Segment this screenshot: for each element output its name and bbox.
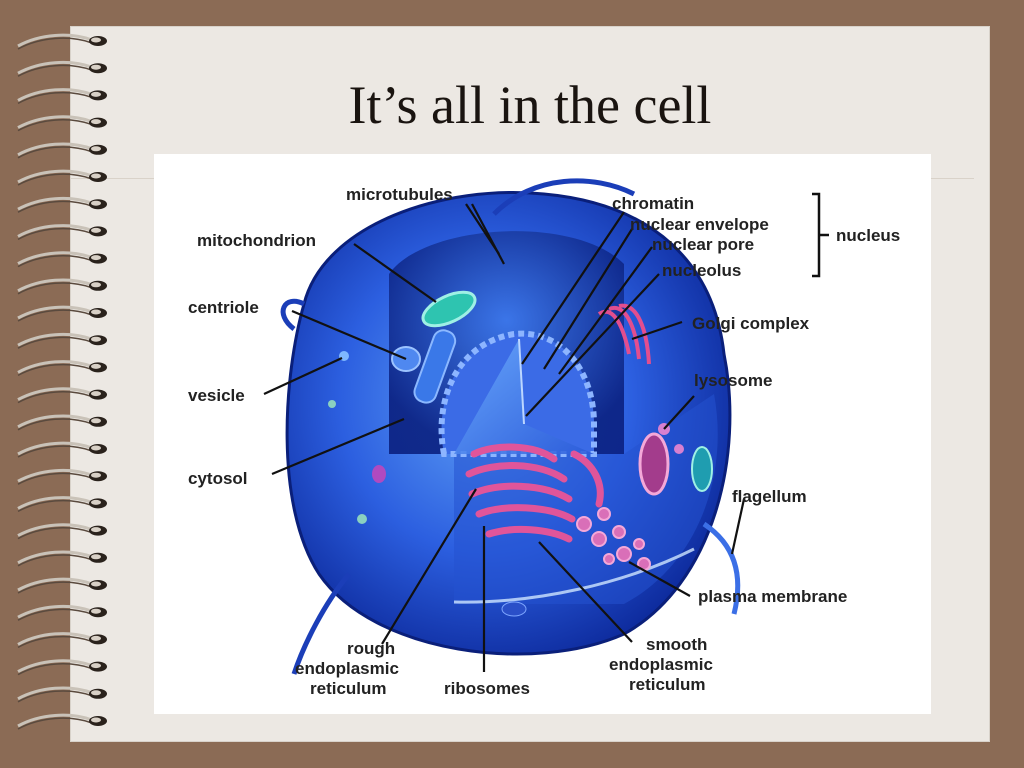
spiral-ring <box>17 115 107 132</box>
spiral-ring <box>17 224 107 241</box>
label-mitochondrion: mitochondrion <box>197 231 316 250</box>
spiral-ring <box>17 468 107 485</box>
label-vesicle: vesicle <box>188 386 245 405</box>
label-ribosomes: ribosomes <box>444 679 530 698</box>
spiral-ring <box>17 278 107 295</box>
spiral-ring <box>17 142 107 159</box>
vesicles <box>328 351 684 617</box>
rough-er <box>465 443 604 543</box>
spiral-ring <box>17 360 107 377</box>
label-smooth-er-line1: smooth <box>646 635 707 654</box>
label-golgi-complex: Golgi complex <box>692 314 810 333</box>
slide-title: It’s all in the cell <box>348 75 712 135</box>
spiral-ring <box>17 60 107 77</box>
label-flagellum: flagellum <box>732 487 807 506</box>
spiral-ring <box>17 305 107 322</box>
spiral-ring <box>17 577 107 594</box>
spiral-ring <box>17 441 107 458</box>
spiral-ring <box>17 251 107 268</box>
spiral-ring <box>17 88 107 105</box>
nucleus-structure <box>438 330 597 457</box>
spiral-ring <box>17 604 107 621</box>
label-rough-er-line2: endoplasmic <box>295 659 399 678</box>
smooth-er <box>576 507 651 571</box>
label-rough-er-line1: rough <box>347 639 395 658</box>
spiral-ring <box>17 169 107 186</box>
spiral-ring <box>17 686 107 703</box>
label-cytosol: cytosol <box>188 469 248 488</box>
spiral-ring <box>17 523 107 540</box>
spiral-ring <box>17 33 107 50</box>
label-microtubules: microtubules <box>346 185 453 204</box>
label-smooth-er-line3: reticulum <box>629 675 706 694</box>
spiral-ring <box>17 332 107 349</box>
label-lysosome: lysosome <box>694 371 772 390</box>
label-chromatin: chromatin <box>612 194 694 213</box>
label-nucleus: nucleus <box>836 226 900 245</box>
label-smooth-er-line2: endoplasmic <box>609 655 713 674</box>
spiral-ring <box>17 414 107 431</box>
mitochondria <box>421 290 713 496</box>
spiral-ring <box>17 496 107 513</box>
spiral-ring <box>17 196 107 213</box>
leader-lines <box>263 203 746 672</box>
label-nucleolus: nucleolus <box>662 261 741 280</box>
spiral-ring <box>17 713 107 730</box>
label-nuclear-pore: nuclear pore <box>652 235 754 254</box>
label-plasma-membrane: plasma membrane <box>698 587 847 606</box>
label-rough-er-line3: reticulum <box>310 679 387 698</box>
spiral-ring <box>17 387 107 404</box>
cell-diagram: microtubules mitochondrion centriole ves… <box>154 154 931 714</box>
spiral-ring <box>17 550 107 567</box>
flagella <box>280 178 741 675</box>
spiral-ring <box>17 632 107 649</box>
centriole-structure <box>391 329 457 404</box>
spiral-ring <box>17 659 107 676</box>
label-centriole: centriole <box>188 298 259 317</box>
nucleus-bracket <box>812 192 829 278</box>
cell-diagram-svg: microtubules mitochondrion centriole ves… <box>188 178 900 698</box>
spiral-binding <box>17 33 107 730</box>
label-nuclear-envelope: nuclear envelope <box>630 215 769 234</box>
